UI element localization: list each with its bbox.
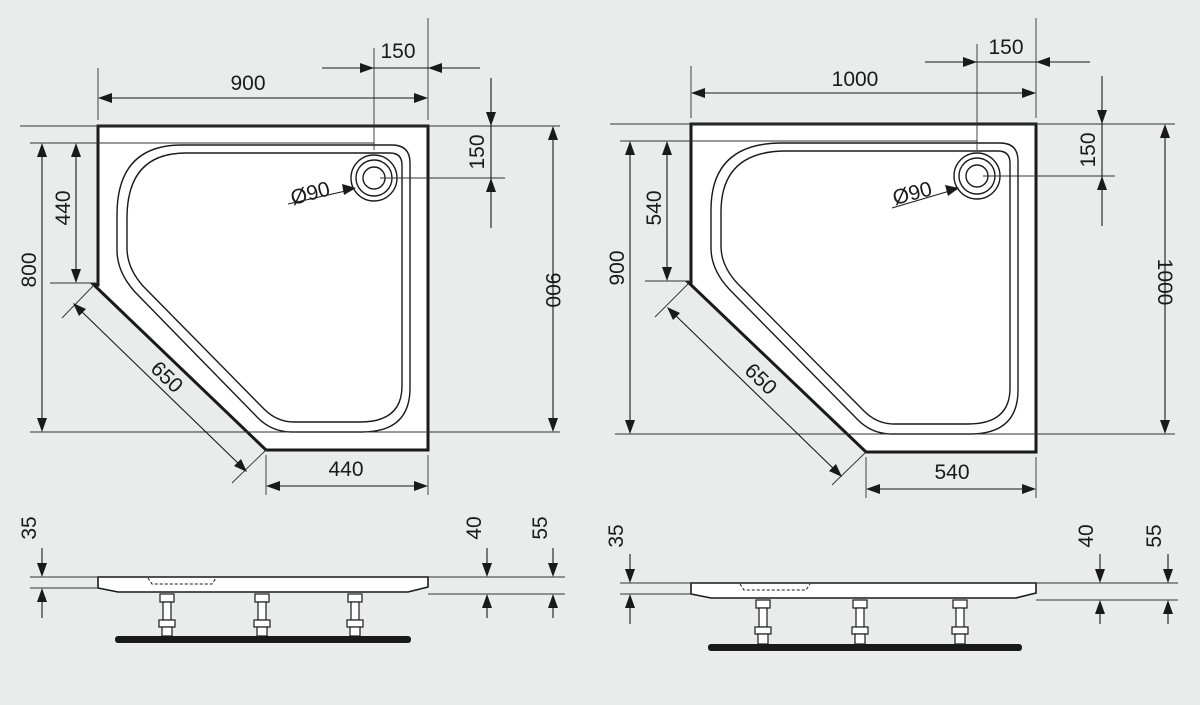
tray-1000-section-total-height-label: 55 — [1143, 524, 1166, 547]
tray-1000-drain — [953, 152, 1001, 200]
tray-1000-left-side-label: 540 — [643, 190, 666, 225]
tray-900-depth-right-label: 900 — [541, 272, 564, 307]
tray-900-plan: 900 150 150 440 800 900 650 Ø90 440 — [18, 18, 564, 495]
tray-1000-bottom-side-label: 540 — [934, 461, 969, 484]
tray-900-leg-1 — [158, 593, 176, 637]
tray-1000-section-edge-height-label: 40 — [1075, 524, 1098, 547]
tray-900-section-left-height-label: 35 — [18, 516, 41, 539]
tray-1000-plan: 1000 150 150 540 900 1000 650 Ø90 540 — [606, 18, 1176, 498]
tray-900-leg-3 — [346, 593, 364, 637]
tray-1000-drain-y-label: 150 — [1077, 132, 1100, 167]
tray-1000-section: 35 40 55 — [605, 524, 1178, 651]
tray-900-basin — [116, 144, 411, 433]
tray-1000-drain-x-label: 150 — [988, 36, 1023, 59]
tray-1000-depth-right-label: 1000 — [1153, 259, 1176, 306]
tray-900-section-total-height-label: 55 — [529, 516, 552, 539]
tray-1000-section-left-height-label: 35 — [605, 524, 628, 547]
tray-900-width-label: 900 — [230, 72, 265, 95]
tray-900-drain-x-label: 150 — [380, 40, 415, 63]
tray-900-depth-left-label: 800 — [18, 252, 41, 287]
tray-900-left-side-label: 440 — [52, 190, 75, 225]
tray-1000-leg-3 — [951, 599, 969, 645]
tray-900-basin-inner — [126, 152, 403, 423]
tray-1000-basin — [710, 142, 1019, 435]
tray-900-leg-2 — [253, 593, 271, 637]
tray-1000-leg-2 — [851, 599, 869, 645]
tray-1000-basin-inner — [720, 150, 1011, 425]
tray-900-section: 35 40 55 — [18, 516, 565, 643]
tray-900-drain-y-label: 150 — [466, 134, 489, 169]
tray-1000-depth-left-label: 900 — [606, 250, 629, 285]
tray-1000-leg-1 — [754, 599, 772, 645]
tray-1000-width-label: 1000 — [832, 68, 879, 91]
tray-900-bottom-side-label: 440 — [328, 458, 363, 481]
tray-900-section-edge-height-label: 40 — [463, 516, 486, 539]
